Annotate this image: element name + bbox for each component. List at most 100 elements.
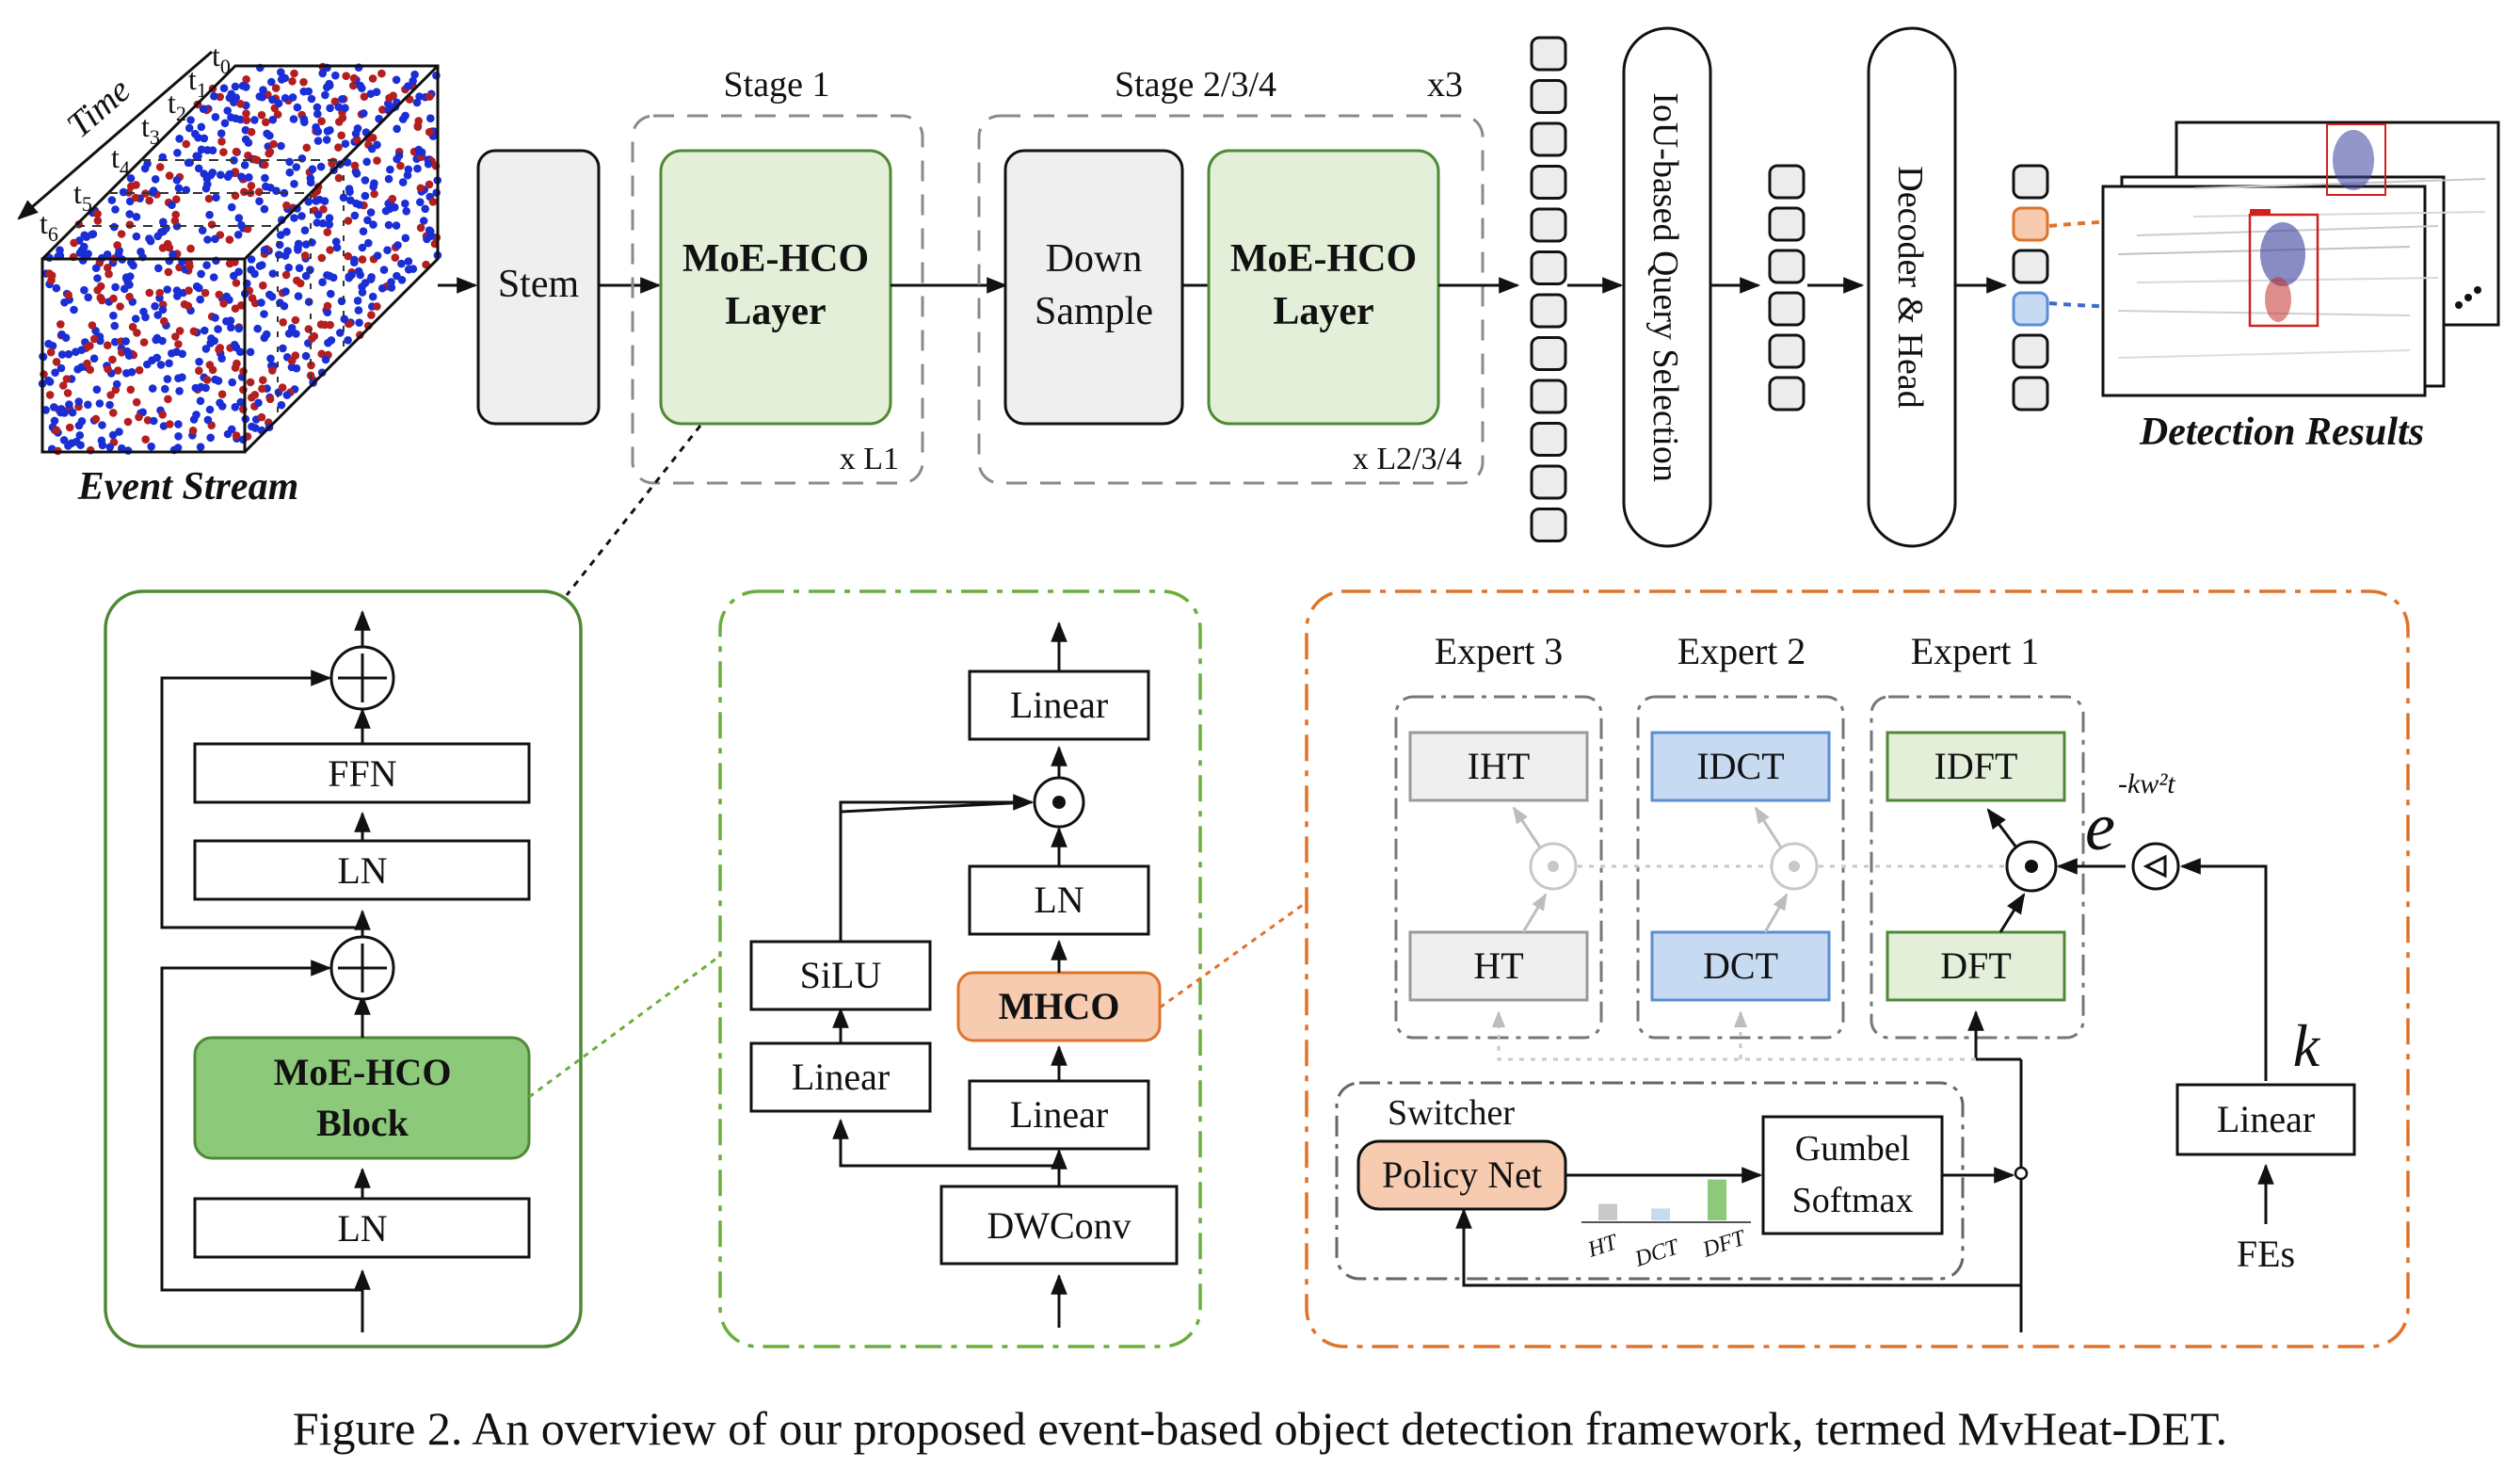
stage234-block-label-1: MoE-HCO: [1230, 237, 1417, 281]
event-dot-positive: [65, 400, 73, 409]
event-dot-positive: [44, 339, 53, 348]
event-dot-positive: [367, 273, 376, 282]
event-dot-positive: [341, 139, 350, 148]
event-dot-negative: [160, 316, 169, 326]
event-dot-negative: [247, 127, 256, 137]
event-dot-positive: [237, 172, 246, 181]
event-dot-positive: [301, 271, 311, 281]
event-dot-positive: [426, 114, 435, 122]
token: [1530, 379, 1567, 414]
event-dot-positive: [98, 441, 107, 450]
result-frame-front: [2117, 209, 2411, 359]
detection-results: Detection Results: [2101, 121, 2500, 454]
event-dot-positive: [211, 314, 219, 322]
token: [1530, 293, 1567, 329]
event-dot-positive: [307, 94, 316, 104]
event-dot-positive: [391, 202, 399, 212]
event-dot-negative: [89, 334, 99, 344]
event-dot-negative: [56, 320, 65, 329]
bar-ht: [1598, 1203, 1617, 1220]
expert-probability-bars: [1598, 1179, 1726, 1220]
event-dot-positive: [131, 315, 140, 323]
event-dot-positive: [402, 207, 411, 216]
event-dot-negative: [350, 161, 360, 170]
event-dot-positive: [260, 310, 268, 318]
event-dot-positive: [277, 68, 285, 76]
moe-hco-layer-detail: LN MoE-HCO Block LN FFN: [104, 589, 583, 1348]
event-dot-positive: [281, 251, 290, 260]
event-dot-positive: [318, 218, 328, 228]
event-dot-negative: [215, 346, 223, 354]
tick-t1: t1: [188, 62, 207, 102]
event-dot-positive: [384, 174, 393, 184]
event-dot-negative: [257, 110, 266, 120]
event-dot-negative: [201, 288, 210, 298]
downsample-label-2: Sample: [1035, 290, 1153, 333]
event-dot-negative: [367, 311, 376, 319]
event-dot-negative: [52, 358, 61, 366]
event-dot-positive: [70, 305, 78, 315]
event-dot-positive: [294, 239, 303, 249]
event-dot-positive: [241, 135, 250, 144]
mhco-label: MHCO: [999, 985, 1120, 1027]
event-dot-positive: [139, 307, 148, 316]
event-dot-negative: [358, 255, 367, 264]
event-dot-positive: [414, 145, 424, 154]
event-dot-negative: [428, 198, 438, 206]
event-dot-positive: [409, 76, 418, 86]
event-dot-positive: [320, 197, 329, 205]
event-dot-positive: [392, 221, 401, 230]
event-dot-negative: [45, 391, 55, 399]
event-dot-positive: [219, 84, 229, 92]
event-dot-positive: [255, 262, 265, 270]
event-dot-positive: [197, 269, 205, 279]
ln-bottom-label: LN: [337, 1207, 387, 1250]
ht-box: [1408, 930, 1589, 1002]
event-dot-negative: [163, 239, 172, 249]
event-dot-positive: [114, 250, 123, 259]
event-dot-negative: [171, 210, 180, 219]
event-dot-negative: [185, 262, 194, 271]
event-dot-positive: [393, 271, 401, 281]
token: [1768, 249, 1806, 284]
idct-label: IDCT: [1696, 745, 1784, 787]
event-dot-negative: [296, 279, 305, 288]
token-column-queries: [1768, 164, 1806, 411]
event-dot-positive: [313, 137, 323, 145]
event-dot-positive: [265, 131, 274, 140]
event-dot-positive: [172, 176, 182, 185]
event-dot-positive: [332, 243, 342, 252]
gumbel-label-2: Softmax: [1792, 1181, 1914, 1220]
event-dot-negative: [278, 383, 287, 392]
linear-k-box: [2175, 1083, 2356, 1156]
silu-box: [749, 940, 932, 1011]
event-dot-positive: [210, 91, 218, 101]
event-dot-negative: [247, 182, 256, 190]
event-dot-positive: [111, 282, 120, 292]
gumbel-label-1: Gumbel: [1795, 1129, 1910, 1169]
decoder-pipeline: IoU-based Query Selection Decoder & Head: [1530, 26, 2247, 548]
event-dot-negative: [98, 296, 106, 305]
event-dot-negative: [145, 196, 153, 205]
event-dot-positive: [276, 231, 285, 239]
event-dot-positive: [331, 71, 340, 80]
event-dot-positive: [112, 379, 121, 389]
event-dot-positive: [186, 116, 195, 124]
linear-left-label: Linear: [792, 1056, 890, 1098]
event-dot-positive: [91, 264, 101, 273]
event-dot-positive: [237, 220, 246, 230]
event-dot-positive: [108, 430, 118, 440]
token: [1530, 207, 1567, 243]
event-dot-negative: [58, 381, 68, 390]
event-dot-positive: [222, 316, 231, 326]
event-dot-positive: [168, 201, 176, 209]
event-dot-negative: [287, 356, 297, 365]
event-dot-positive: [201, 184, 211, 193]
event-dot-positive: [60, 409, 69, 417]
event-dot-positive: [358, 282, 366, 291]
event-dot-positive: [153, 232, 162, 241]
event-dot-positive: [325, 214, 334, 222]
event-dot-negative: [219, 148, 228, 156]
event-dot-positive: [345, 273, 354, 282]
event-dot-positive: [169, 250, 177, 259]
